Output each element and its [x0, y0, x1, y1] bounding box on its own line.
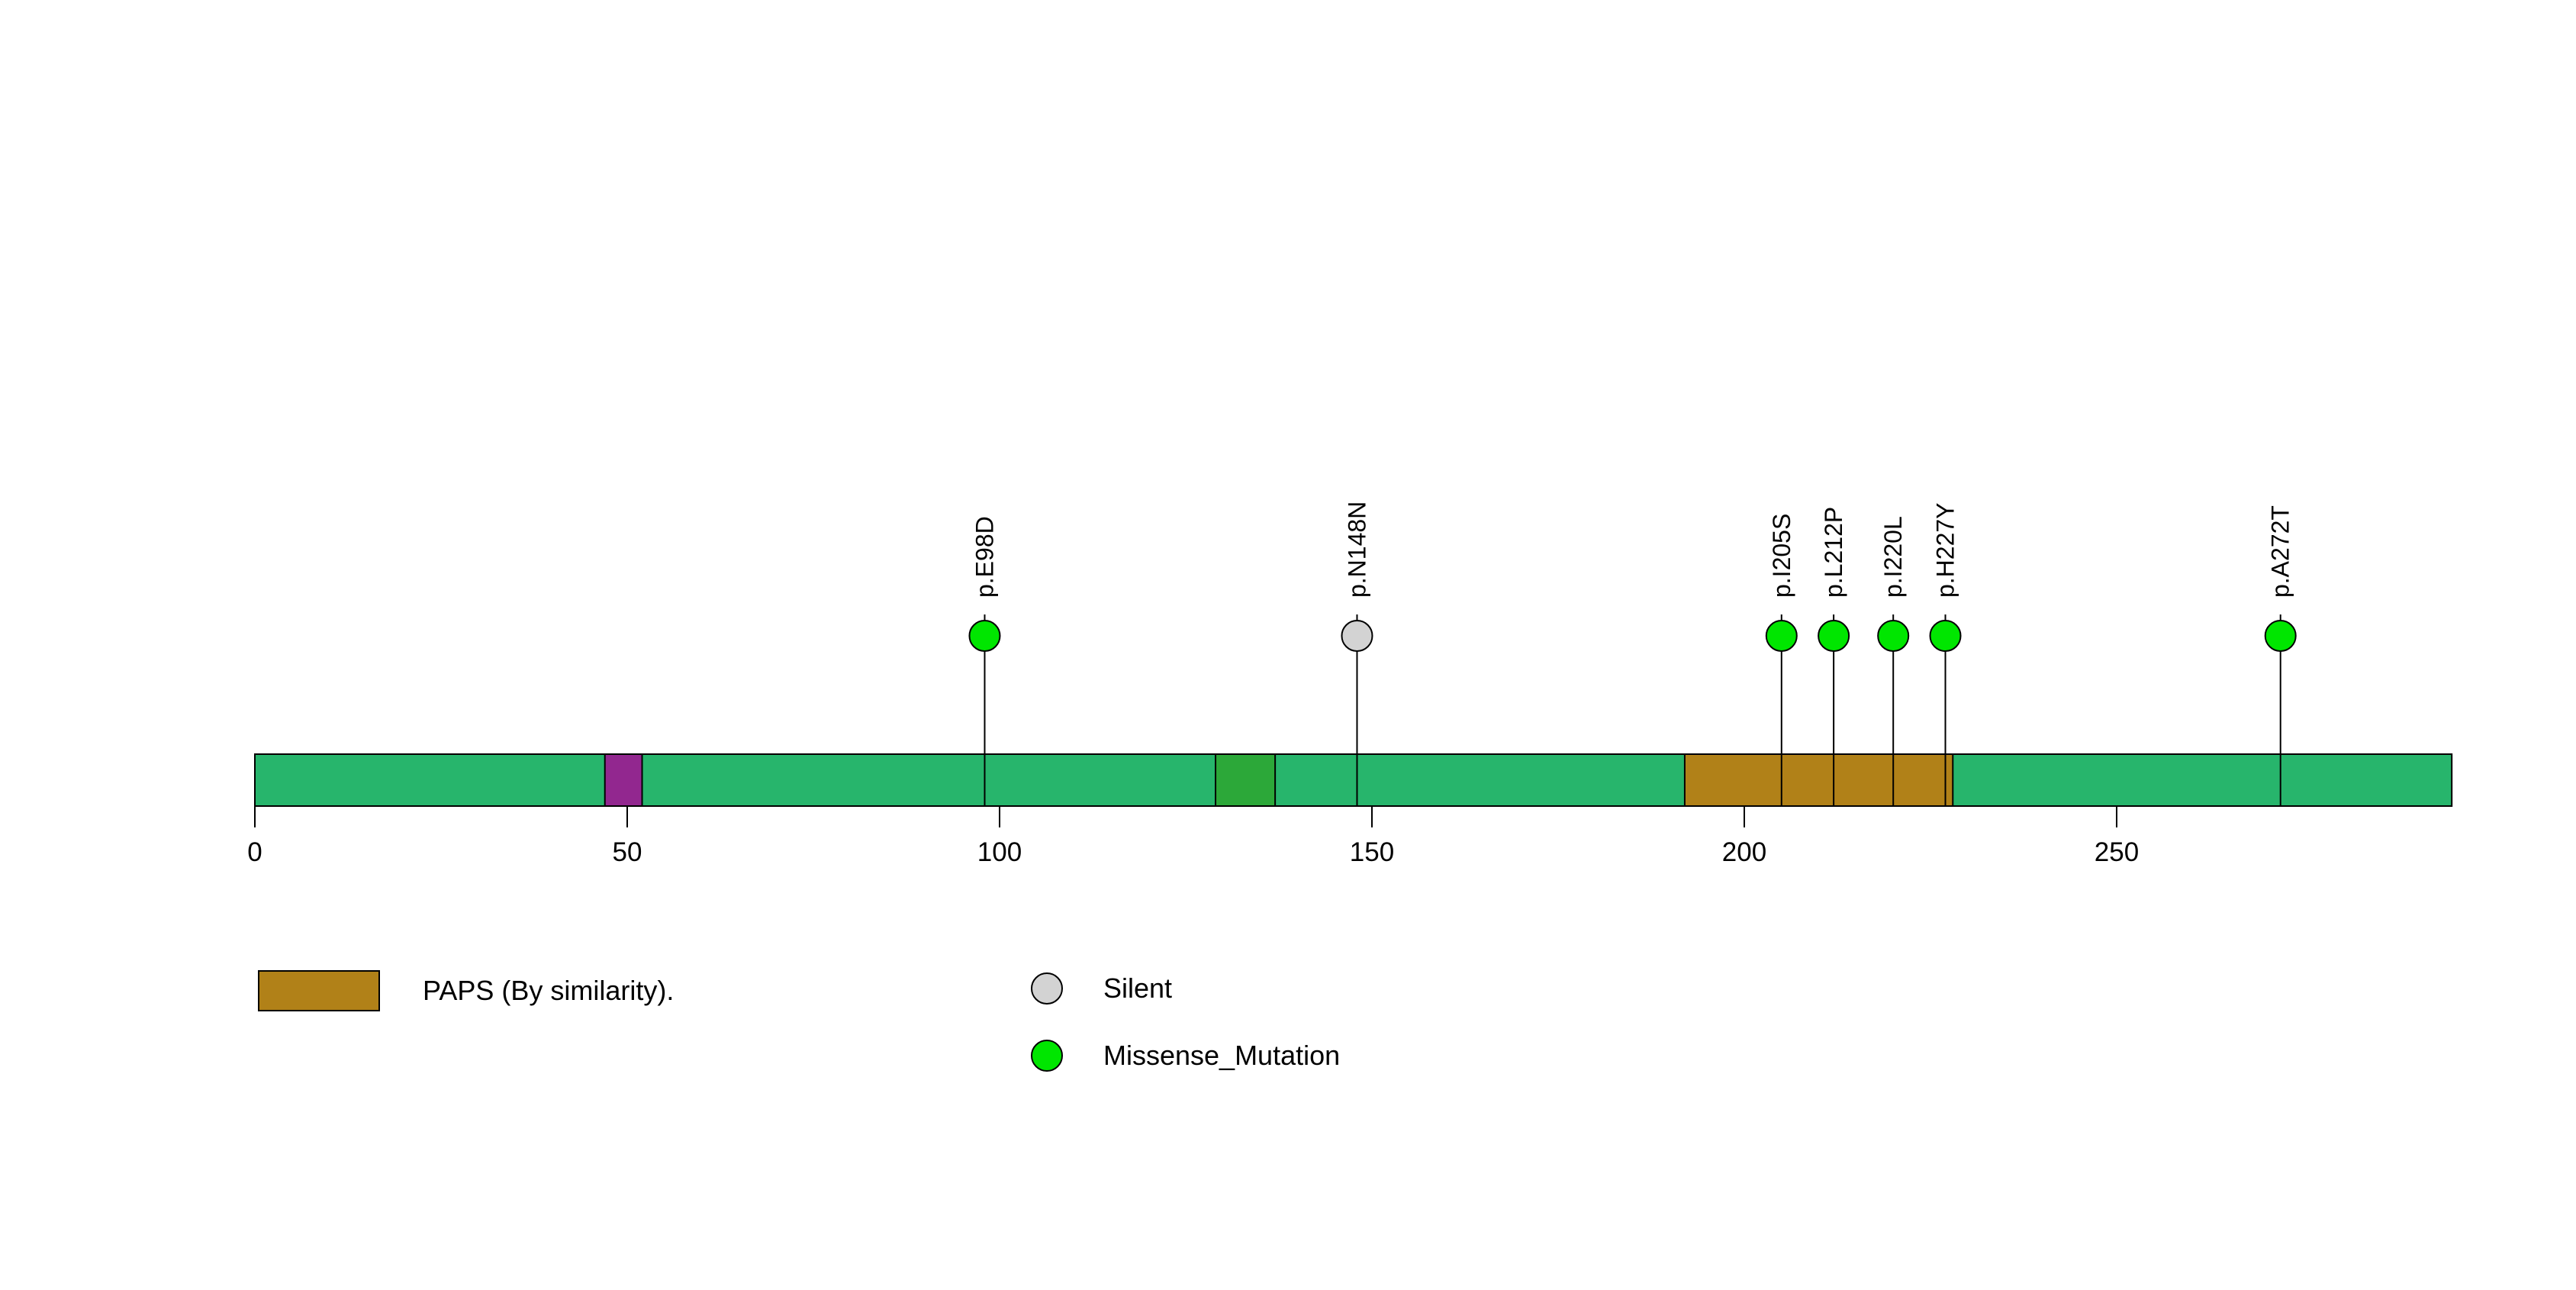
mutation-label: p.I205S [1768, 514, 1795, 598]
mutation-circle-silent [1341, 620, 1373, 652]
missense-label: Missense_Mutation [1103, 1040, 1341, 1071]
axis-tick-label: 150 [1350, 837, 1394, 867]
legend-item-missense: Missense_Mutation [1031, 1040, 1340, 1072]
missense-swatch-circle [1031, 1040, 1063, 1072]
paps-domain-swatch [258, 970, 380, 1011]
paps-domain-label: PAPS (By similarity). [423, 975, 675, 1006]
axis-tick-label: 100 [977, 837, 1022, 867]
mutation-circle-missense_mutation [2264, 620, 2297, 652]
domain-rect-segment-2 [1215, 753, 1277, 807]
silent-swatch-circle [1031, 972, 1063, 1005]
axis-tick-label: 250 [2095, 837, 2139, 867]
axis-tick-label: 50 [613, 837, 642, 867]
mutation-label: p.E98D [971, 516, 998, 598]
mutation-circle-missense_mutation [1818, 620, 1850, 652]
mutation-label: p.A272T [2267, 505, 2294, 598]
legend-item-paps-domain: PAPS (By similarity). [258, 970, 674, 1011]
legend-item-silent: Silent [1031, 972, 1172, 1005]
mutation-label: p.L212P [1820, 507, 1847, 598]
mutation-label: p.N148N [1343, 501, 1370, 598]
domain-rect-segment-1 [604, 753, 643, 807]
protein-backbone [254, 753, 2453, 807]
mutation-circle-missense_mutation [968, 620, 1001, 652]
mutation-circle-missense_mutation [1877, 620, 1910, 652]
mutation-label: p.I220L [1879, 516, 1907, 598]
axis-tick-label: 200 [1722, 837, 1766, 867]
mutation-label: p.H227Y [1932, 502, 1959, 598]
domain-rect-PAPS [1683, 753, 1954, 807]
silent-label: Silent [1103, 972, 1173, 1004]
mutation-circle-missense_mutation [1765, 620, 1798, 652]
mutation-circle-missense_mutation [1929, 620, 1962, 652]
axis-tick-label: 0 [247, 837, 262, 867]
